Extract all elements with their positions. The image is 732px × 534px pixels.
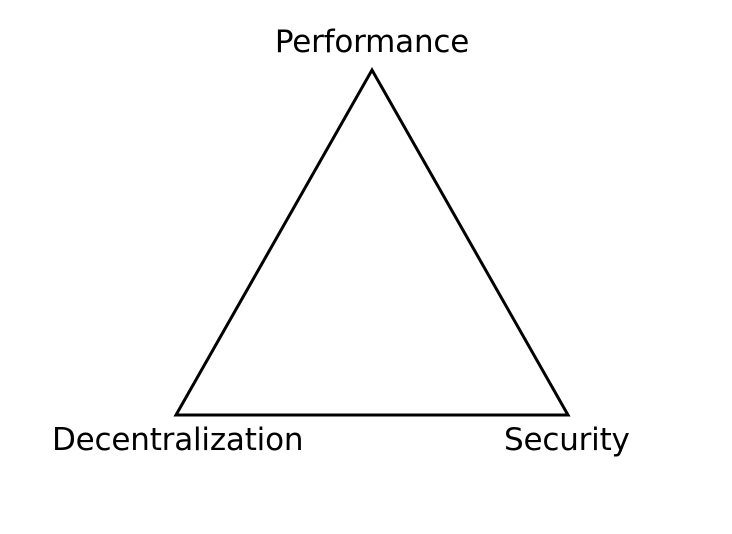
vertex-label-decentralization: Decentralization — [52, 422, 304, 458]
vertex-label-security: Security — [504, 422, 630, 458]
triangle-outline — [173, 66, 571, 417]
vertex-label-performance: Performance — [274, 24, 470, 60]
